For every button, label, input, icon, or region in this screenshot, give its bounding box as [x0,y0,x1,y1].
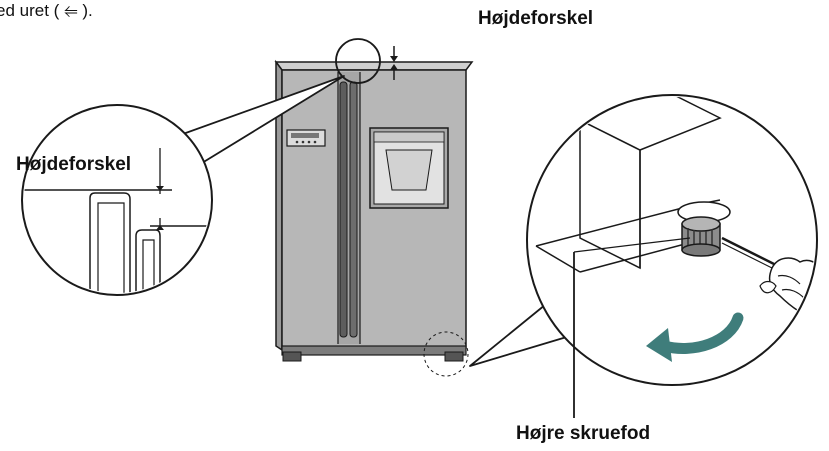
right-door-handle [350,82,357,337]
fridge-base [282,346,466,355]
left-door-handle [340,82,347,337]
screw-foot-callout [424,40,820,418]
fridge-top [276,62,472,70]
fridge-right-foot [445,352,463,361]
intro-text-fragment: ed uret ( ⥢ ). [0,2,93,19]
callout-circle-left [22,105,212,295]
refrigerator [276,62,472,361]
height-difference-label-callout: Højdeforskel [16,155,131,174]
right-screw-foot-label: Højre skruefod [516,424,650,443]
height-difference-label-top: Højdeforskel [478,9,593,28]
fridge-left-foot [283,352,301,361]
fridge-body [282,70,466,348]
